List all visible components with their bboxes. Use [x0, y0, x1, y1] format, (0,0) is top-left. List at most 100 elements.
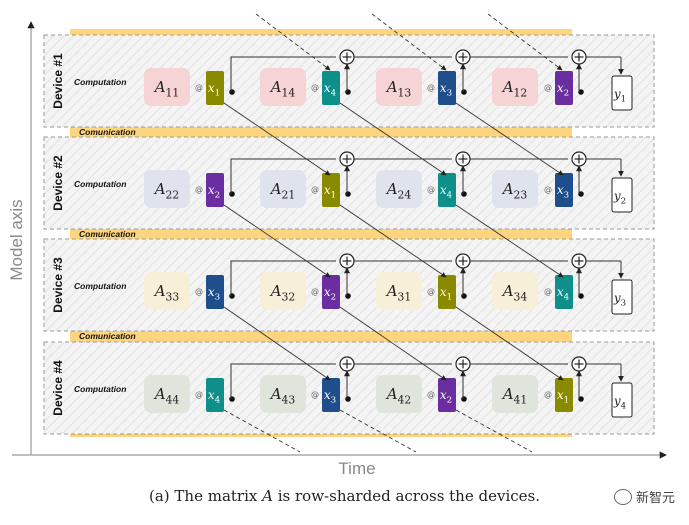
x-block-label: x1 [324, 183, 336, 201]
matmul-symbol: @ [544, 390, 552, 399]
a-block-label: A44 [153, 385, 180, 407]
y-block [611, 382, 633, 418]
y-block-label: y1 [613, 87, 626, 105]
x-block-label: x4 [324, 81, 337, 99]
a-block-label: A42 [385, 385, 412, 407]
wrap-out-arrow [455, 409, 533, 453]
a-block [260, 170, 306, 208]
wrap-in-arrow [255, 13, 331, 71]
output-dot [461, 396, 467, 402]
y-block-label: y3 [613, 291, 626, 309]
x-block-label: x4 [440, 183, 453, 201]
matmul-symbol: @ [195, 287, 203, 296]
matmul-symbol: @ [311, 287, 319, 296]
output-dot [229, 293, 235, 299]
x-block-label: x3 [557, 183, 569, 201]
matmul-symbol: @ [427, 287, 435, 296]
wrap-out-arrow [223, 409, 301, 453]
output-dot [461, 191, 467, 197]
matmul-symbol: @ [311, 185, 319, 194]
shift-arrow [339, 306, 447, 381]
accumulate-wire [230, 158, 336, 194]
x-block [438, 378, 456, 412]
y-block [611, 75, 633, 111]
a-block [376, 68, 422, 106]
x-block [555, 378, 573, 412]
a-block-label: A21 [269, 180, 296, 202]
matmul-symbol: @ [311, 390, 319, 399]
a-block-label: A12 [501, 78, 528, 100]
wrap-in-arrow [371, 13, 447, 71]
output-dot [578, 293, 584, 299]
a-block-label: A22 [153, 180, 180, 202]
x-block-label: x2 [324, 285, 336, 303]
matmul-symbol: @ [311, 83, 319, 92]
matmul-symbol: @ [544, 185, 552, 194]
x-block-label: x3 [440, 81, 452, 99]
a-block [376, 272, 422, 310]
a-block-label: A31 [385, 282, 412, 304]
wrap-out-arrow [339, 409, 417, 453]
x-block-label: x2 [440, 388, 452, 406]
output-dot [578, 89, 584, 95]
x-block-label: x4 [557, 285, 570, 303]
x-block [555, 71, 573, 105]
x-block [438, 173, 456, 207]
computation-label: Computation [74, 179, 126, 189]
matmul-symbol: @ [427, 390, 435, 399]
a-block [492, 272, 538, 310]
device-label: Device #2 [51, 155, 65, 211]
output-dot [578, 191, 584, 197]
figure-caption: (a) The matrix A is row-sharded across t… [0, 487, 689, 505]
output-dot [345, 293, 351, 299]
x-block-label: x3 [208, 285, 220, 303]
a-block-label: A14 [269, 78, 296, 100]
a-block-label: A13 [385, 78, 412, 100]
a-block [144, 272, 190, 310]
a-block-label: A32 [269, 282, 296, 304]
accumulate-wire [230, 260, 336, 296]
matmul-symbol: @ [427, 83, 435, 92]
x-block-label: x2 [208, 183, 220, 201]
y-block [611, 279, 633, 315]
communication-label: Comunication [79, 127, 136, 137]
shift-arrow [455, 204, 564, 278]
a-block-label: A11 [153, 78, 180, 100]
a-block-label: A23 [501, 180, 528, 202]
caption-var: A [262, 487, 273, 505]
wechat-logo-icon [613, 488, 632, 505]
y-block-label: y2 [613, 189, 626, 207]
communication-label: Comunication [79, 331, 136, 341]
matmul-symbol: @ [544, 83, 552, 92]
a-block [144, 375, 190, 413]
a-block [492, 68, 538, 106]
x-block-label: x1 [557, 388, 569, 406]
a-block [376, 375, 422, 413]
wires-layer [223, 13, 624, 453]
a-block [260, 272, 306, 310]
communication-band [70, 125, 572, 138]
shift-arrow [223, 204, 331, 278]
matmul-symbol: @ [195, 185, 203, 194]
wrap-in-arrow [487, 13, 563, 71]
output-dot [229, 396, 235, 402]
computation-label: Computation [74, 384, 126, 394]
x-block [438, 71, 456, 105]
a-block [260, 375, 306, 413]
output-dot [578, 396, 584, 402]
communication-band [70, 228, 572, 241]
accumulate-wire [230, 363, 336, 399]
shift-arrow [223, 102, 331, 176]
watermark: 新智元 [613, 487, 675, 506]
a-block [492, 375, 538, 413]
x-block [555, 173, 573, 207]
y-block-label: y4 [613, 394, 627, 412]
matmul-symbol: @ [195, 390, 203, 399]
output-dot [345, 191, 351, 197]
a-block [144, 170, 190, 208]
x-block [322, 275, 340, 309]
